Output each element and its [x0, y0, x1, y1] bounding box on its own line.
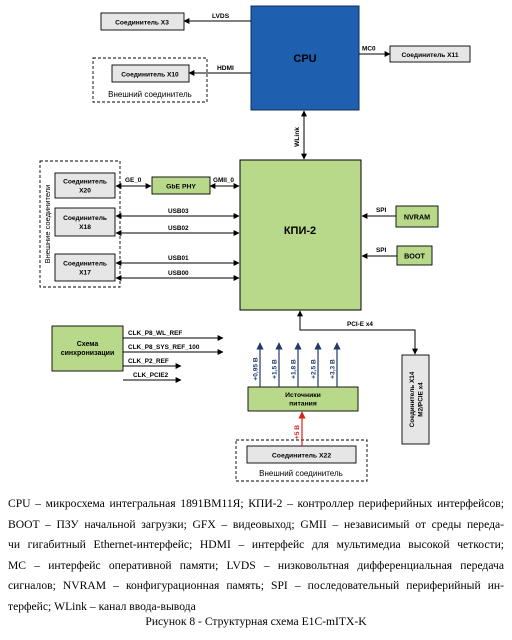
kpi-2-block [239, 159, 362, 311]
connector-x17-box [54, 253, 116, 282]
legend-line: сигналов; NVRAM – конфигурационная памят… [8, 579, 504, 593]
ge0-label: GE_0 [125, 177, 142, 184]
clk-sys-ref-label: CLK_P8_SYS_REF_100 [128, 344, 200, 351]
block-diagram: Внешний соединитель Внешние соединители … [39, 5, 471, 482]
connector-x11-label: Соединитель X11 [401, 52, 458, 59]
gmii0-label: GMII_0 [213, 177, 234, 184]
pcie-label: PCI-E x4 [347, 321, 373, 328]
hdmi-label: HDMI [217, 65, 234, 72]
legend-line: MC – интерфейс оперативной памяти; LVDS … [8, 558, 504, 572]
spi-nvram-label: SPI [376, 207, 387, 214]
boot-label: BOOT [404, 252, 425, 261]
legend-line: CPU – микросхема интегральная 1891ВМ11Я;… [8, 497, 504, 510]
legend-line: терфейс; WLink – канал ввода-вывода [8, 599, 196, 613]
pcie-link [297, 310, 418, 355]
external-connectors-left-label: Внешние соединители [43, 185, 52, 264]
usb01-label: USB01 [168, 255, 189, 262]
kpi-2-label: КПИ-2 [284, 225, 316, 237]
spi-boot-label: SPI [376, 247, 387, 254]
lvds-label: LVDS [212, 13, 230, 20]
usb02-label: USB02 [168, 225, 189, 232]
connector-x22-label: Соединитель X22 [272, 453, 331, 460]
usb00-label: USB00 [168, 270, 189, 277]
clk-pcie2-label: CLK_PCIE2 [133, 372, 169, 379]
connector-x20-box [54, 172, 116, 199]
external-connector-x10-group [92, 57, 208, 103]
power-input-5v-label: +5 В [294, 425, 301, 439]
external-connector-x10-label: Внешний соединитель [108, 90, 192, 99]
nvram-label: NVRAM [404, 213, 430, 222]
figure-legend: CPU – микросхема интегральная 1891ВМ11Я;… [8, 494, 504, 618]
voltage-18-label: +1,8 В [291, 359, 298, 379]
usb03-label: USB03 [168, 208, 189, 215]
legend-line: чи гигабитный Ethernet-интерфейс; HDMI –… [8, 538, 504, 552]
legend-line: BOOT – ПЗУ начальной загрузки; GFX – вид… [8, 517, 504, 531]
voltage-15-label: +1,5 В [272, 359, 279, 379]
voltage-33-label: +3,3 В [330, 359, 337, 379]
clk-wl-ref-label: CLK_P8_WL_REF [128, 330, 182, 337]
voltage-25-label: +2,5 В [311, 359, 318, 379]
cpu-label: CPU [293, 53, 316, 65]
mc0-label: MC0 [362, 46, 376, 53]
connector-x3-label: Соединитель X3 [115, 20, 169, 27]
gbe-phy-label: GbE PHY [166, 184, 196, 191]
power-supplies-box [247, 386, 359, 412]
clk-p2-ref-label: CLK_P2_REF [128, 358, 169, 365]
connector-x14-box [401, 354, 430, 445]
connector-x18-box [54, 207, 116, 237]
external-connectors-left-group [39, 160, 121, 288]
connector-x10-label: Соединитель X10 [121, 72, 179, 79]
figure-title: Рисунок 8 - Структурная схема E1C-mITX-K [145, 615, 367, 628]
sync-circuit-box [51, 325, 124, 372]
wlink-label: WLink [294, 127, 301, 147]
external-connector-x22-label: Внешний соединитель [259, 469, 343, 478]
cpu-block [250, 5, 360, 111]
voltage-095-label: +0,95 В [253, 357, 260, 381]
